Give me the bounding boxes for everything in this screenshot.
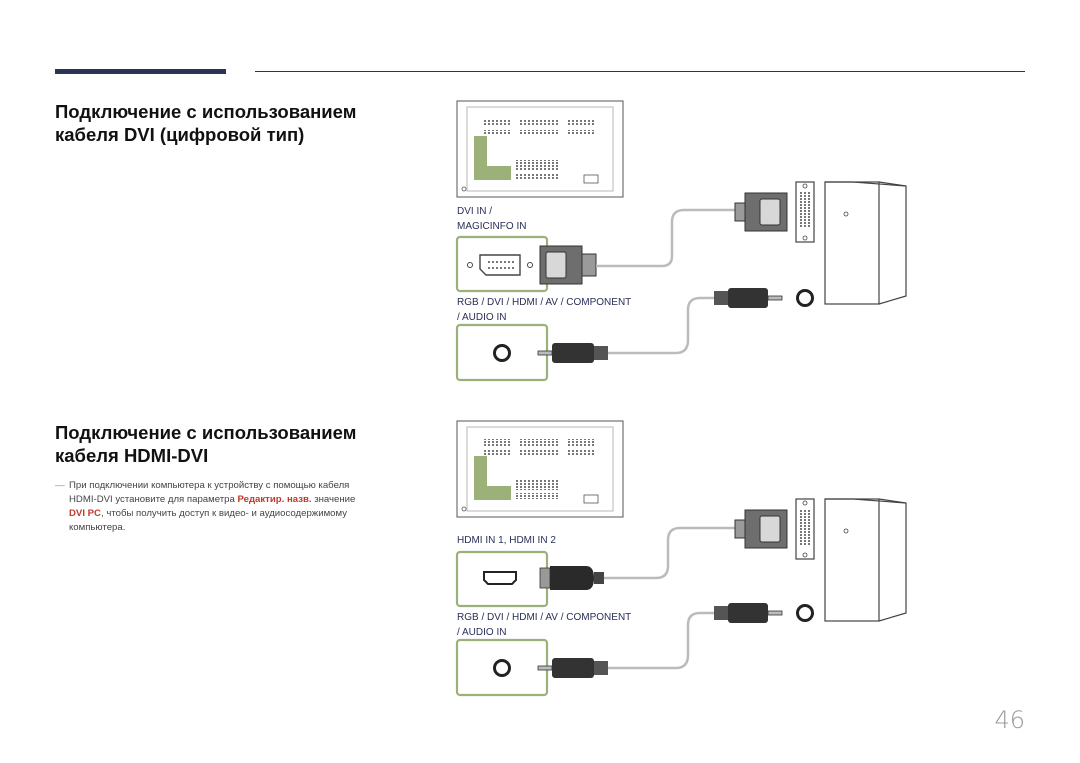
hdmi-plug — [539, 566, 604, 590]
note-dash: ― — [55, 480, 65, 491]
note-param-name: Редактир. назв. — [237, 494, 312, 505]
note-line2: HDMI-DVI установите для параметра Редакт… — [55, 493, 420, 507]
pc-audio-port-1 — [796, 289, 814, 307]
dvi-cable-1 — [596, 208, 735, 268]
pc-dvi-port-1 — [795, 181, 815, 243]
highlighted-ports-1 — [474, 136, 511, 180]
section-title-hdmi-line2: кабеля HDMI-DVI — [55, 445, 209, 466]
pc-audio-port-2 — [796, 604, 814, 622]
pc-tower-1 — [824, 181, 907, 305]
audio-plug-monitor-side-2 — [537, 658, 608, 678]
dvi-in-label-1: DVI IN / — [457, 206, 492, 217]
dvi-port-callout — [455, 235, 549, 293]
dvi-plug-pc-side-2 — [734, 509, 788, 549]
audio-port-callout-2 — [455, 638, 549, 697]
section-title-dvi-line2: кабеля DVI (цифровой тип) — [55, 124, 305, 145]
note-line2-text: HDMI-DVI установите для параметра — [69, 494, 238, 505]
section-title-hdmi-dvi: Подключение с использованием кабеля HDMI… — [55, 421, 356, 467]
header-accent-bar — [55, 69, 226, 74]
note-line3-text: , чтобы получить доступ к видео- и аудио… — [101, 508, 348, 519]
note-line4: компьютера. — [69, 522, 126, 533]
monitor-rear-panel-2 — [456, 420, 624, 518]
dvi-in-label-2: MAGICINFO IN — [457, 221, 526, 232]
audio-cable-2 — [608, 611, 714, 670]
section-title-dvi-line1: Подключение с использованием — [55, 101, 357, 122]
header-rule — [255, 71, 1025, 72]
dvi-plug-monitor-side — [539, 245, 597, 285]
pc-dvi-port-2 — [795, 498, 815, 560]
audio-in-label-1b: / AUDIO IN — [457, 312, 506, 323]
audio-plug-pc-side-1 — [714, 288, 783, 308]
highlighted-ports-2 — [474, 456, 511, 500]
hdmi-dvi-note: ― При подключении компьютера к устройству… — [55, 479, 420, 535]
audio-cable-1 — [608, 296, 714, 355]
audio-port-callout-1 — [455, 323, 549, 382]
audio-in-label-2a: RGB / DVI / HDMI / AV / COMPONENT — [457, 612, 631, 623]
note-line2-tail: значение — [311, 494, 356, 505]
hdmi-in-label: HDMI IN 1, HDMI IN 2 — [457, 535, 556, 546]
page-number: 46 — [994, 706, 1025, 734]
hdmi-dvi-cable — [604, 526, 735, 580]
note-line1: При подключении компьютера к устройству … — [69, 480, 350, 491]
audio-in-label-1a: RGB / DVI / HDMI / AV / COMPONENT — [457, 297, 631, 308]
audio-plug-pc-side-2 — [714, 603, 783, 623]
audio-in-label-2b: / AUDIO IN — [457, 627, 506, 638]
section-title-dvi: Подключение с использованием кабеля DVI … — [55, 100, 356, 146]
hdmi-port-callout — [455, 550, 549, 608]
dvi-plug-pc-side — [734, 192, 788, 232]
pc-tower-2 — [824, 498, 907, 622]
audio-plug-monitor-side-1 — [537, 343, 608, 363]
note-value-dvi-pc: DVI PC — [69, 508, 101, 519]
note-line3: DVI PC, чтобы получить доступ к видео- и… — [55, 507, 420, 521]
monitor-rear-panel-1 — [456, 100, 624, 198]
section-title-hdmi-line1: Подключение с использованием — [55, 422, 357, 443]
